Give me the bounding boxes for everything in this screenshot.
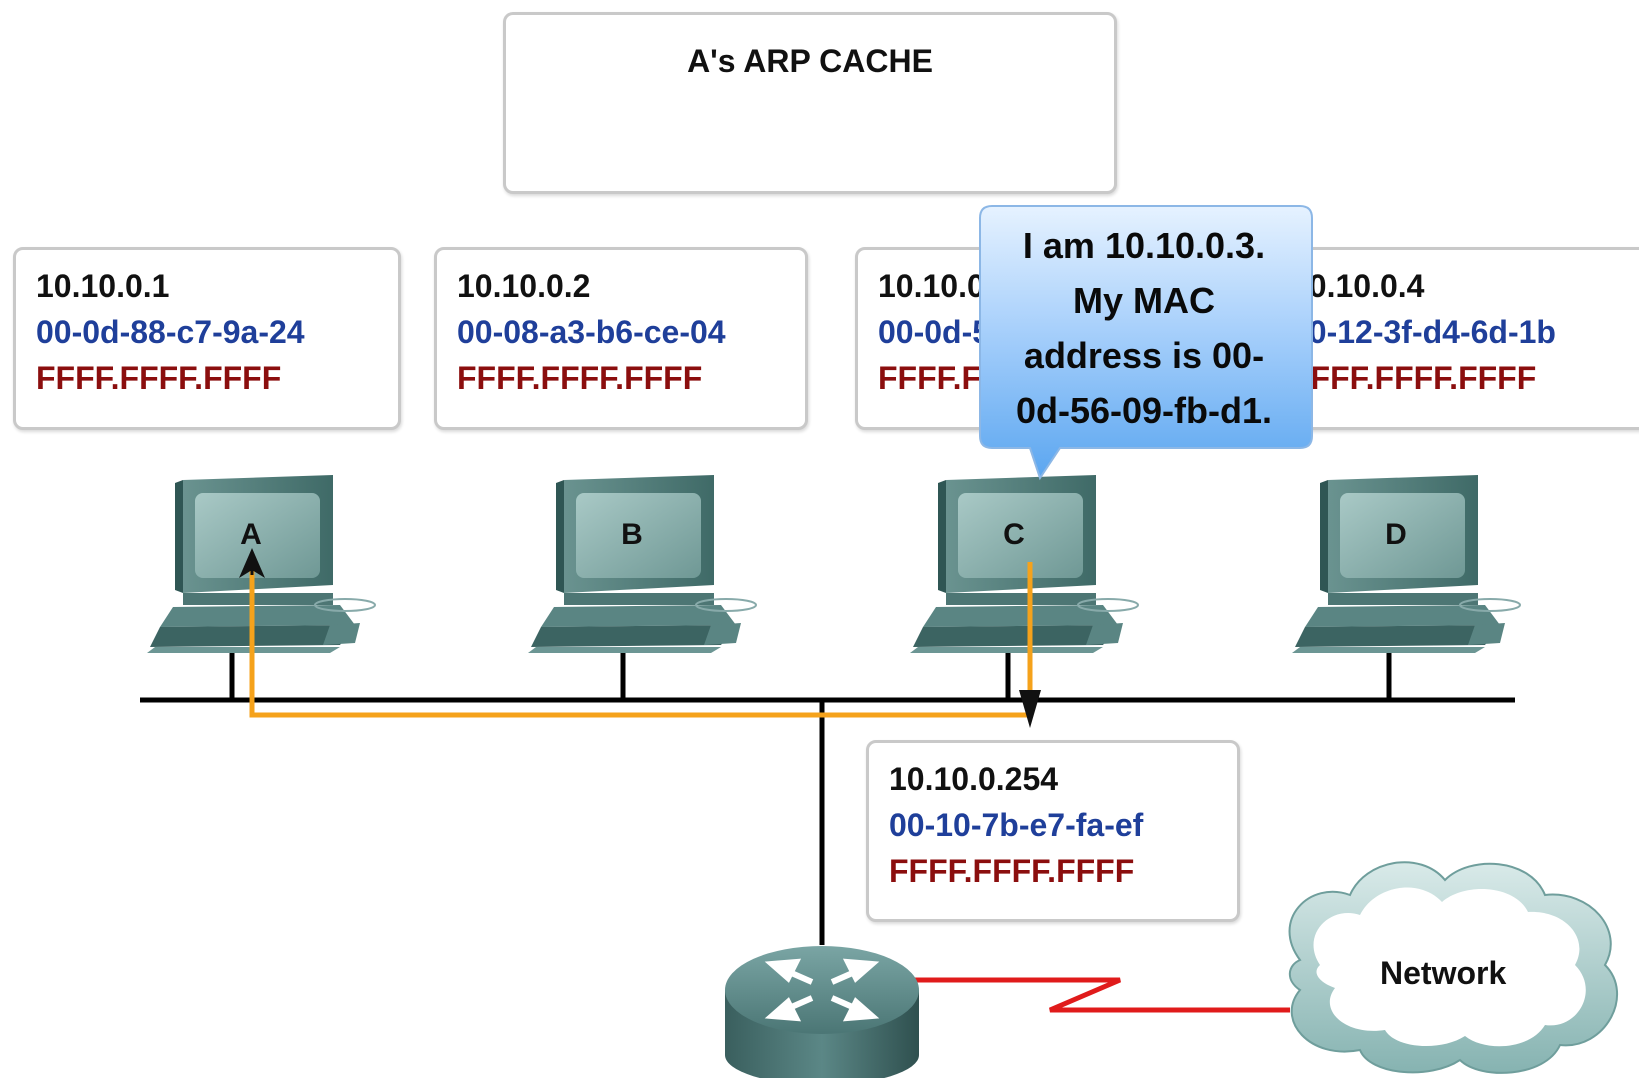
host-d-ip: 10.10.0.4 [1291, 268, 1425, 304]
arp-cache-title: A's ARP CACHE [687, 43, 933, 79]
pc-label-b: B [621, 518, 643, 551]
host-d-broadcast: FFFF.FFFF.FFFF [1291, 360, 1537, 396]
host-b-mac: 00-08-a3-b6-ce-04 [457, 314, 726, 350]
bubble-line-4: 0d-56-09-fb-d1. [1015, 390, 1273, 431]
bubble-line-3: address is 00- [1023, 335, 1265, 376]
router-mac: 00-10-7b-e7-fa-ef [889, 807, 1144, 843]
host-d-mac: 00-12-3f-d4-6d-1b [1291, 314, 1556, 350]
router-broadcast: FFFF.FFFF.FFFF [889, 853, 1135, 889]
arp-reply-path [249, 555, 1033, 718]
pc-label-c: C [1003, 518, 1025, 551]
cloud-icon [1288, 861, 1618, 1074]
host-a-ip: 10.10.0.1 [36, 268, 170, 304]
host-b-ip: 10.10.0.2 [457, 268, 591, 304]
router-ip: 10.10.0.254 [889, 761, 1059, 797]
network-cloud-label: Network [1380, 955, 1507, 991]
arp-reply-message: I am 10.10.0.3. My MAC address is 00- 0d… [981, 218, 1307, 438]
wan-link [915, 977, 1290, 1013]
arrow-down-icon [1019, 690, 1041, 728]
host-d-box: 10.10.0.4 00-12-3f-d4-6d-1b FFFF.FFFF.FF… [1268, 247, 1639, 430]
host-b-box: 10.10.0.2 00-08-a3-b6-ce-04 FFFF.FFFF.FF… [434, 247, 808, 430]
bubble-line-1: I am 10.10.0.3. [1022, 225, 1266, 266]
pc-label-d: D [1385, 518, 1407, 551]
pc-label-a: A [240, 518, 262, 551]
computer-icon [528, 475, 757, 653]
host-a-box: 10.10.0.1 00-0d-88-c7-9a-24 FFFF.FFFF.FF… [13, 247, 401, 430]
router-box: 10.10.0.254 00-10-7b-e7-fa-ef FFFF.FFFF.… [866, 740, 1240, 922]
host-b-broadcast: FFFF.FFFF.FFFF [457, 360, 703, 396]
router-icon [725, 946, 919, 1078]
computer-icon [1292, 475, 1521, 653]
host-a-mac: 00-0d-88-c7-9a-24 [36, 314, 305, 350]
computer-icon [910, 475, 1139, 653]
speech-bubble [979, 205, 1313, 481]
host-a-broadcast: FFFF.FFFF.FFFF [36, 360, 282, 396]
bubble-line-2: My MAC [1073, 280, 1215, 321]
arp-cache-box: A's ARP CACHE [503, 12, 1117, 194]
computer-icon [147, 475, 376, 653]
